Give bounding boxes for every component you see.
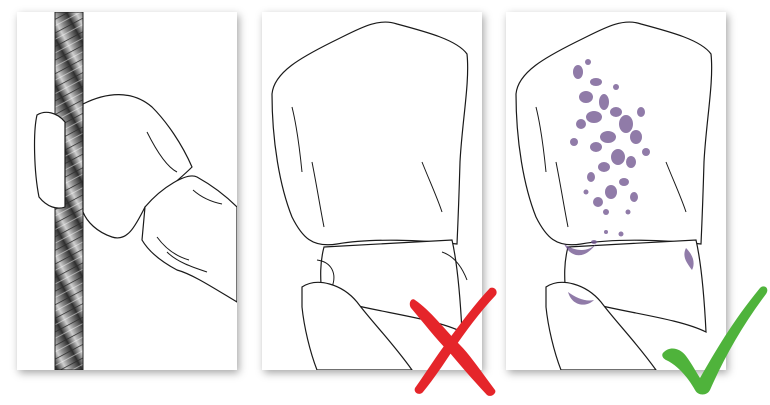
check-icon [660,282,770,397]
glove-body [272,22,468,245]
cross-icon [405,280,505,400]
hand-gripping-rope-illustration [17,12,237,370]
sleeve-cuff [142,176,237,302]
panel-hand-on-wire-rope [17,12,237,370]
hand-fingers [35,112,65,208]
